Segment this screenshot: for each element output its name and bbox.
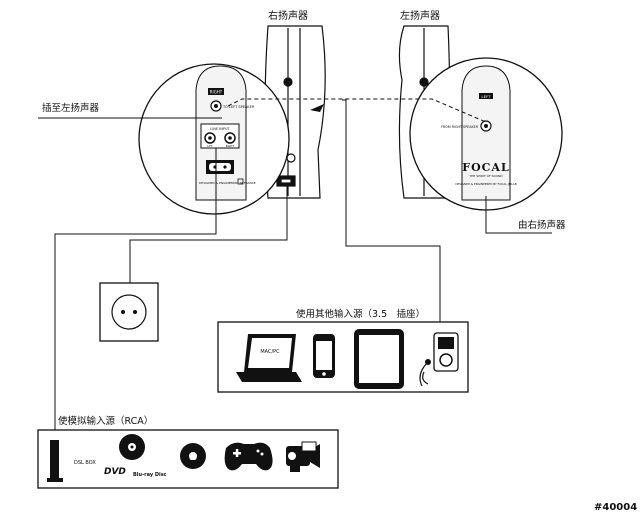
tablet-icon	[354, 329, 404, 389]
laptop-icon: MAC/PC	[236, 334, 302, 382]
focal-tagline: THE SPIRIT OF SOUND	[468, 174, 503, 178]
focal-logo: FOCAL	[462, 161, 509, 174]
reference-code: #40004	[594, 502, 637, 513]
cd-label: CD	[189, 456, 196, 462]
callout-lines	[38, 117, 552, 234]
link-arrow-icon	[310, 104, 324, 112]
panel-rght-text: RGHT	[226, 144, 235, 148]
dsl-box-label: DSL BOX	[74, 460, 96, 466]
wall-socket-icon	[99, 282, 159, 342]
cd-icon: CD	[180, 443, 206, 469]
panel-line-input-text: LINE INPUT	[210, 127, 230, 131]
dsl-box-icon: DSL BOX	[47, 440, 96, 482]
panel-lft-text: LFT	[207, 144, 212, 148]
panel-speaker-out-text: TO LEFT SPEAKER	[222, 105, 255, 109]
gamepad-icon	[224, 442, 273, 471]
smartphone-icon	[313, 334, 335, 378]
plug-to-left-speaker-label: 插至左扬声器	[42, 102, 100, 114]
bluray-label: Blu-ray Disc	[133, 472, 167, 478]
right-speaker-panel-zoom: RIGHT TO LEFT SPEAKER LINE INPUT LFT RGH…	[138, 63, 290, 215]
other-sources-label: 使用其他输入源（3.5 插座）	[296, 308, 425, 320]
cables	[54, 99, 441, 430]
dvd-bluray-icon: DVD Blu-ray Disc	[104, 434, 167, 478]
laptop-label: MAC/PC	[260, 349, 280, 355]
panel-from-right-text: FROM RIGHT SPEAKER	[441, 125, 479, 129]
dvd-label: DVD	[104, 467, 126, 477]
panel-left-tag: LEFT	[482, 94, 492, 99]
music-player-icon	[419, 332, 459, 387]
left-speaker-label: 左扬声器	[400, 9, 440, 22]
panel-left-small-text: DESIGNED & ENGINEERED BY FOCAL-JMLAB	[455, 182, 516, 186]
right-speaker-label: 右扬声器	[268, 9, 308, 22]
camcorder-icon	[286, 441, 320, 472]
panel-right-tag: RIGHT	[210, 90, 223, 95]
panel-right-small-text: DESIGNED & ENGINEERED IN FRANCE	[199, 181, 256, 185]
speaker-link-cable	[227, 98, 487, 123]
from-right-speaker-label: 由右扬声器	[518, 219, 566, 231]
left-speaker-panel-zoom: LEFT FROM RIGHT SPEAKER FOCAL THE SPIRIT…	[409, 57, 563, 211]
analog-sources-label: 使模拟输入源（RCA）	[58, 415, 153, 427]
